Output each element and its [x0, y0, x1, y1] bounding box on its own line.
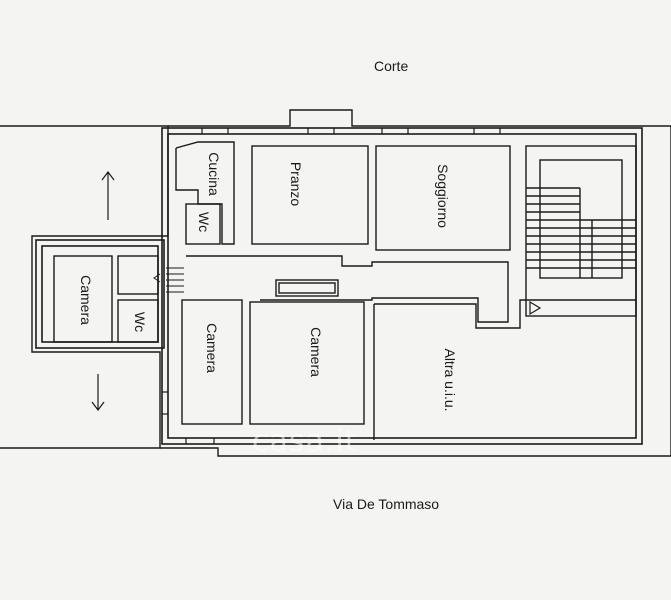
- label-pranzo: Pranzo: [288, 161, 304, 207]
- label-wc-bottom: Wc: [132, 311, 148, 333]
- room-camera-center: [249, 301, 365, 425]
- room-camera-mid: [181, 299, 243, 425]
- label-soggiorno: Soggiorno: [435, 164, 451, 228]
- label-altra-uiu: Altra u.i.u.: [442, 348, 458, 412]
- room-pranzo: [251, 145, 369, 245]
- label-corte: Corte: [374, 58, 409, 74]
- label-camera-center: Camera: [308, 327, 324, 377]
- arrow-up: [101, 171, 115, 220]
- label-camera-mid: Camera: [204, 323, 220, 373]
- corridor: [186, 255, 509, 323]
- room-soggiorno: [375, 145, 511, 251]
- arrow-down: [91, 374, 105, 411]
- label-camera-left: Camera: [78, 275, 94, 325]
- room-wc-top: [185, 203, 221, 245]
- label-cucina: Cucina: [206, 152, 222, 196]
- room-cucina: [175, 141, 235, 245]
- label-street: Via De Tommaso: [333, 496, 440, 512]
- room-altra-uiu: [373, 299, 636, 440]
- staircase: [525, 145, 637, 317]
- building-walls: [35, 127, 643, 445]
- room-camera-left: [53, 255, 113, 343]
- label-wc-top: Wc: [196, 211, 212, 233]
- windows: [162, 128, 501, 444]
- watermark-logo: casa.it: [252, 424, 358, 459]
- small-stair: [153, 267, 184, 293]
